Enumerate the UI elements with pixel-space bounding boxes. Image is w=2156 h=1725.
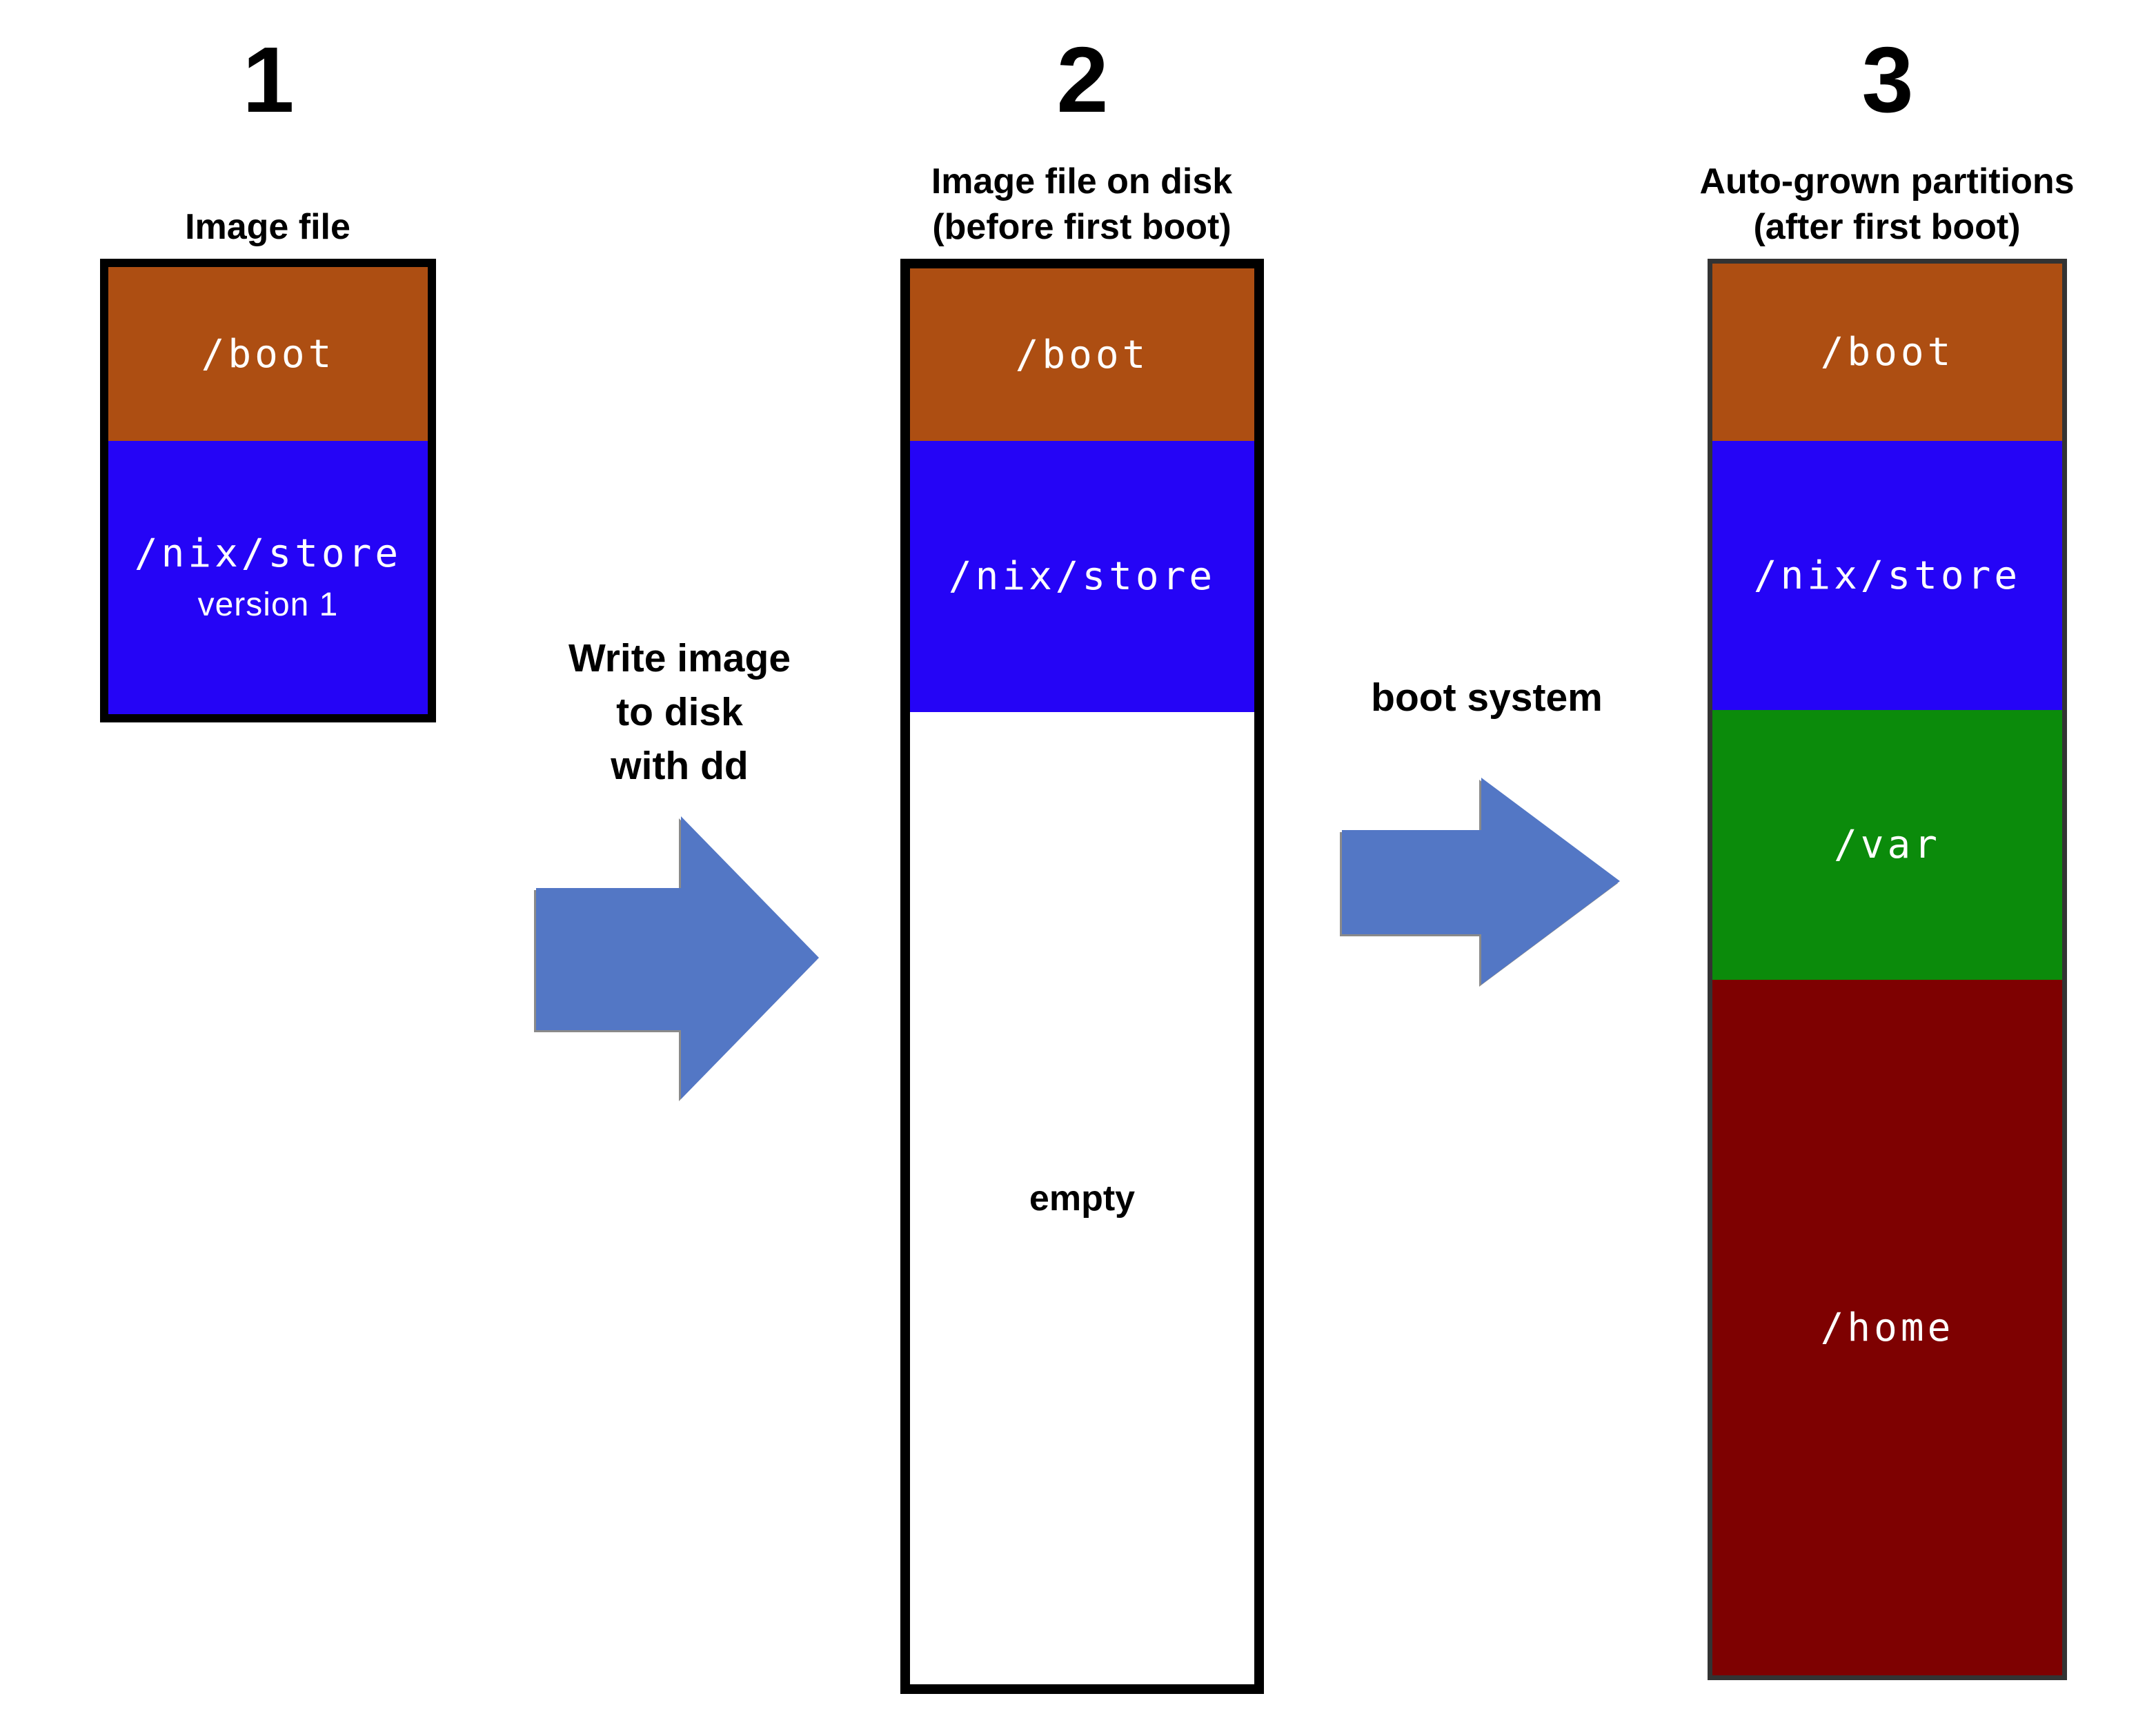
step-2-subtitle: Image file on disk (before first boot) [861,157,1303,250]
arrow-1-label-line-3: with dd [611,744,749,788]
partition-var: /var [1712,710,2062,980]
arrow-2-label: boot system [1342,671,1632,724]
arrow-2-label-line-1: boot system [1371,676,1603,720]
right-arrow-shape [1342,778,1620,985]
partition-nix-store-label: /nix/store [948,554,1216,599]
step-3-number: 3 [1861,28,1913,132]
partition-empty: empty [910,712,1254,1684]
disk-box-image-file: /boot /nix/store version 1 [100,259,436,722]
step-3-subtitle-line-1: Auto-grown partitions [1699,161,2075,201]
partition-boot-label: /boot [1015,332,1149,377]
arrow-1-label-line-2: to disk [616,690,743,734]
partition-nix-store-label: /nix/store [1753,553,2021,598]
partition-home: /home [1712,980,2062,1675]
right-arrow-icon [1342,778,1620,985]
step-1-subtitle-line-1: Image file [185,207,350,247]
partition-boot: /boot [1712,264,2062,441]
partition-boot: /boot [108,267,428,441]
partition-boot-label: /boot [1820,330,1955,375]
step-2-subtitle-line-1: Image file on disk [931,161,1233,201]
arrow-1-label: Write image to disk with dd [535,631,824,793]
step-3-subtitle: Auto-grown partitions (after first boot) [1666,157,2108,250]
partition-home-label: /home [1820,1305,1955,1350]
partition-boot: /boot [910,268,1254,441]
arrow-1-label-line-1: Write image [568,636,791,680]
right-arrow-icon [536,816,819,1099]
partition-nix-store: /nix/store version 1 [108,441,428,714]
partition-var-label: /var [1834,822,1941,867]
disk-box-on-disk: /boot /nix/store empty [900,259,1264,1694]
partition-nix-store: /nix/store [1712,441,2062,710]
partition-nix-store: /nix/store [910,441,1254,712]
partition-boot-label: /boot [201,331,335,377]
disk-box-auto-grown: /boot /nix/store /var /home [1708,259,2067,1680]
step-3-subtitle-line-2: (after first boot) [1753,207,2021,247]
step-2-subtitle-line-2: (before first boot) [932,207,1232,247]
step-2-number: 2 [1056,28,1108,132]
step-1-number: 1 [242,28,294,132]
step-1-subtitle: Image file [47,157,488,250]
partition-nix-store-version: version 1 [197,586,339,623]
partition-nix-store-label: /nix/store [134,531,402,576]
partition-empty-label: empty [1029,1178,1136,1219]
right-arrow-shape [536,816,819,1099]
